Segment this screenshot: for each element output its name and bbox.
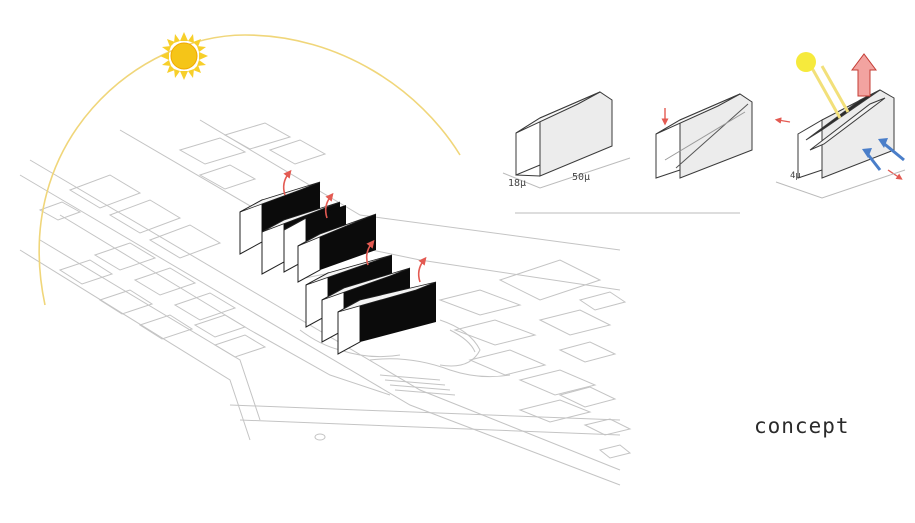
concept-sketch-sun-wind (798, 90, 894, 178)
dimension-length-label: 50μ (572, 172, 590, 183)
concept-sketch-block (503, 92, 630, 188)
sun-icon (160, 32, 208, 80)
sun-icon-small (796, 52, 816, 72)
sun-path-arc (39, 35, 460, 305)
concept-sketch-slice (656, 94, 752, 178)
dimension-small-label: 4μ (790, 171, 801, 181)
concept-caption: concept (754, 414, 850, 438)
exhaust-arrow-icon (852, 54, 876, 96)
building-group-lower (306, 255, 436, 354)
dimension-width-label: 18μ (508, 178, 526, 189)
